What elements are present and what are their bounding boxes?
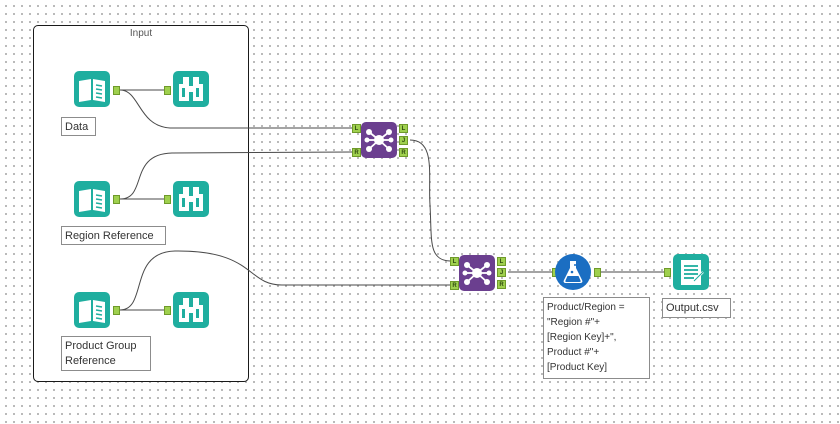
- join1-left-output-anchor[interactable]: L: [399, 124, 408, 133]
- flask-icon: [555, 254, 591, 290]
- join-icon: [361, 122, 397, 158]
- product-input-label: Product Group Reference: [61, 336, 151, 371]
- product-input-output-anchor[interactable]: [113, 306, 120, 315]
- wire-data-to-join1: [119, 89, 352, 129]
- join1-tool[interactable]: [361, 122, 397, 158]
- output-label: Output.csv: [662, 298, 731, 318]
- document-icon: [673, 254, 709, 290]
- join2-left-output-anchor[interactable]: L: [497, 257, 506, 266]
- container-title: Input: [129, 28, 153, 39]
- binoculars-icon: [173, 292, 209, 328]
- book-icon: [74, 181, 110, 217]
- data-browse-input-anchor[interactable]: [164, 86, 171, 95]
- input-container[interactable]: Input: [33, 25, 249, 382]
- join1-right-output-anchor[interactable]: R: [399, 148, 408, 157]
- join1-right-input-anchor[interactable]: R: [352, 148, 361, 157]
- data-input-output-anchor[interactable]: [113, 86, 120, 95]
- join1-join-output-anchor[interactable]: J: [399, 136, 408, 145]
- wire-product-to-join2: [119, 250, 450, 311]
- wire-region-to-join1: [119, 151, 353, 200]
- join2-tool[interactable]: [459, 255, 495, 291]
- wire-join1-to-join2: [409, 139, 451, 262]
- region-input-output-anchor[interactable]: [113, 195, 120, 204]
- join2-right-input-anchor[interactable]: R: [450, 281, 459, 290]
- output-tool[interactable]: [673, 254, 709, 290]
- formula-tool[interactable]: [555, 254, 591, 290]
- region-input-label: Region Reference: [61, 226, 166, 245]
- join2-right-output-anchor[interactable]: R: [497, 280, 506, 289]
- product-input-tool[interactable]: [74, 292, 110, 328]
- binoculars-icon: [173, 71, 209, 107]
- region-browse-tool[interactable]: [173, 181, 209, 217]
- data-input-label: Data: [61, 117, 96, 136]
- data-input-tool[interactable]: [74, 71, 110, 107]
- product-browse-tool[interactable]: [173, 292, 209, 328]
- join-icon: [459, 255, 495, 291]
- region-input-tool[interactable]: [74, 181, 110, 217]
- binoculars-icon: [173, 181, 209, 217]
- join1-left-input-anchor[interactable]: L: [352, 124, 361, 133]
- formula-label: Product/Region = "Region #"+ [Region Key…: [543, 297, 650, 379]
- book-icon: [74, 292, 110, 328]
- data-browse-tool[interactable]: [173, 71, 209, 107]
- join2-left-input-anchor[interactable]: L: [450, 257, 459, 266]
- book-icon: [74, 71, 110, 107]
- output-input-anchor[interactable]: [664, 268, 671, 277]
- product-browse-input-anchor[interactable]: [164, 306, 171, 315]
- formula-output-anchor[interactable]: [594, 268, 601, 277]
- region-browse-input-anchor[interactable]: [164, 195, 171, 204]
- join2-join-output-anchor[interactable]: J: [497, 268, 506, 277]
